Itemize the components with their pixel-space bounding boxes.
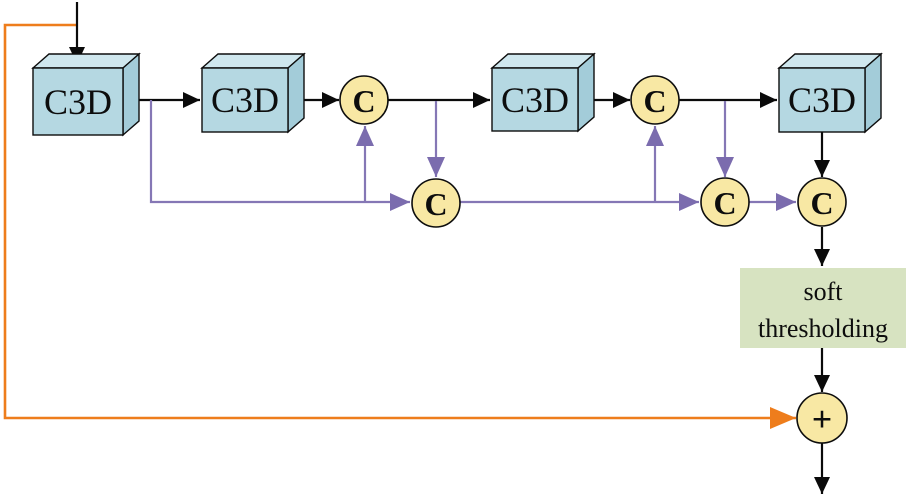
- concat-node-3: C: [411, 178, 461, 228]
- sum-label: +: [812, 399, 833, 439]
- soft-thresholding-box: soft thresholding: [740, 268, 906, 348]
- block-front-face: [778, 67, 866, 133]
- concat-label: C: [713, 185, 736, 221]
- concat-node-1: C: [339, 75, 389, 125]
- soft-box-rect: [740, 268, 906, 348]
- edge-skip-c3d1-concat3: [149, 100, 410, 211]
- sum-circle: [796, 392, 848, 444]
- edge-residual-skip: [3, 23, 796, 429]
- concat-circle: [339, 75, 389, 125]
- soft-box-line1: soft: [804, 277, 844, 306]
- block-label: C3D: [211, 80, 279, 120]
- concat-node-2: C: [630, 75, 680, 125]
- block-c3d-2: C3D: [200, 52, 306, 134]
- concat-label: C: [643, 83, 666, 119]
- sum-node: +: [796, 392, 848, 444]
- block-front-face: [32, 67, 124, 136]
- block-top-face: [490, 53, 596, 69]
- block-c3d-3: C3D: [490, 52, 596, 133]
- concat-label: C: [352, 83, 375, 119]
- concat-circle: [630, 75, 680, 125]
- concat-circle: [700, 177, 750, 227]
- block-top-face: [200, 53, 306, 69]
- concat-circle: [797, 177, 847, 227]
- block-label: C3D: [44, 82, 112, 122]
- concat-circle: [411, 178, 461, 228]
- block-c3d-4: C3D: [777, 52, 883, 134]
- block-c3d-1: C3D: [31, 52, 141, 137]
- block-side-face: [287, 52, 305, 134]
- block-side-face: [864, 52, 882, 134]
- block-side-face: [122, 52, 140, 137]
- block-top-face: [777, 53, 883, 69]
- block-front-face: [491, 67, 579, 132]
- concat-label: C: [810, 185, 833, 221]
- block-label: C3D: [501, 80, 569, 120]
- concat-node-4: C: [700, 177, 750, 227]
- block-side-face: [577, 52, 595, 133]
- block-front-face: [201, 67, 289, 133]
- concat-node-5: C: [797, 177, 847, 227]
- soft-box-line2: thresholding: [758, 314, 888, 343]
- block-label: C3D: [788, 80, 856, 120]
- block-top-face: [31, 53, 141, 69]
- concat-label: C: [424, 186, 447, 222]
